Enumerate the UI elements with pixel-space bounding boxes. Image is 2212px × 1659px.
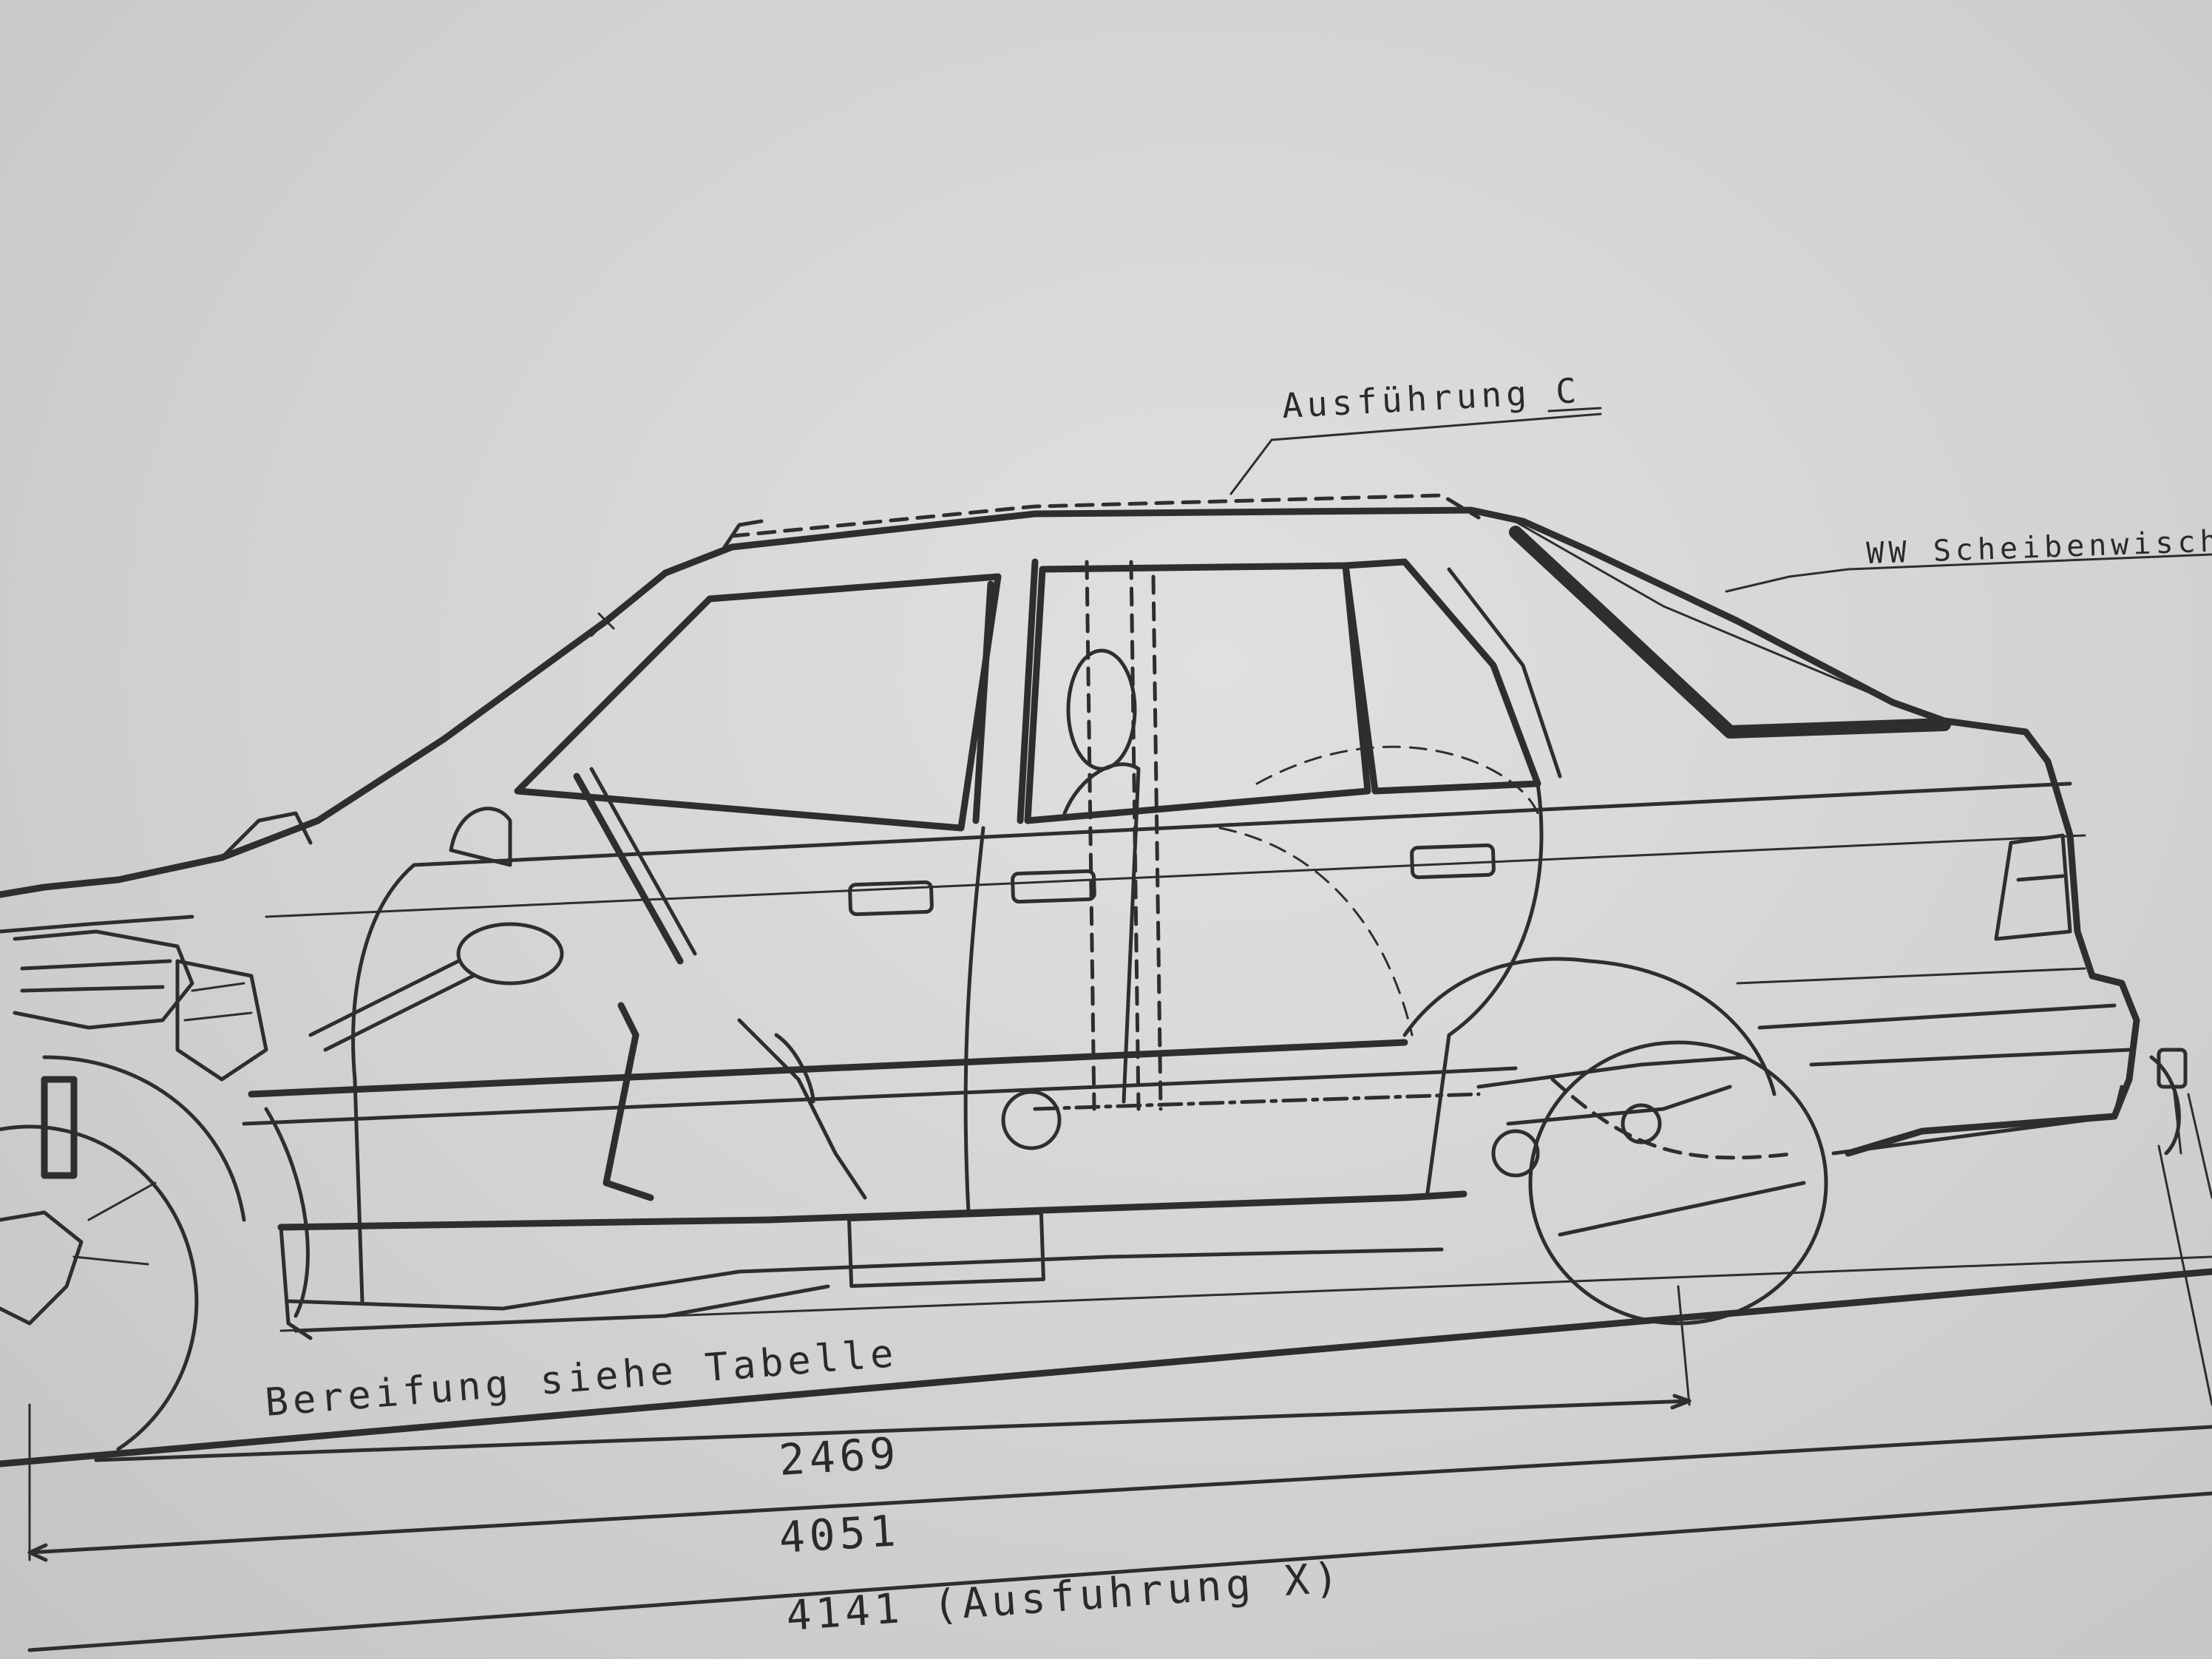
length-dim-line xyxy=(27,1425,2212,1555)
variant-c-label: Ausführung C xyxy=(1281,370,1582,426)
variant-c-underline xyxy=(1547,407,1602,413)
engine-bay xyxy=(13,612,615,1082)
variant-c-leader xyxy=(1229,413,1602,495)
windows xyxy=(514,493,1951,832)
leader-lines xyxy=(1229,407,2212,593)
wheelbase-value: 2469 xyxy=(778,1428,902,1485)
wheels xyxy=(0,957,1828,1451)
length-value: 4051 xyxy=(778,1505,902,1563)
length-x-dim-line xyxy=(27,1491,2212,1652)
wiper-leader xyxy=(1725,553,2212,593)
length-variant-x-value: 4141 (Ausfuhrung X) xyxy=(784,1553,1344,1640)
wheelbase-dim-line xyxy=(94,1399,1692,1462)
rear-details xyxy=(1994,833,2188,1156)
dimension-lines xyxy=(0,1093,2212,1652)
car-body-outline xyxy=(0,506,2140,1340)
doors-and-interior xyxy=(351,560,1544,1303)
wiper-label: WW Scheibenwischer xyxy=(1866,523,2212,571)
